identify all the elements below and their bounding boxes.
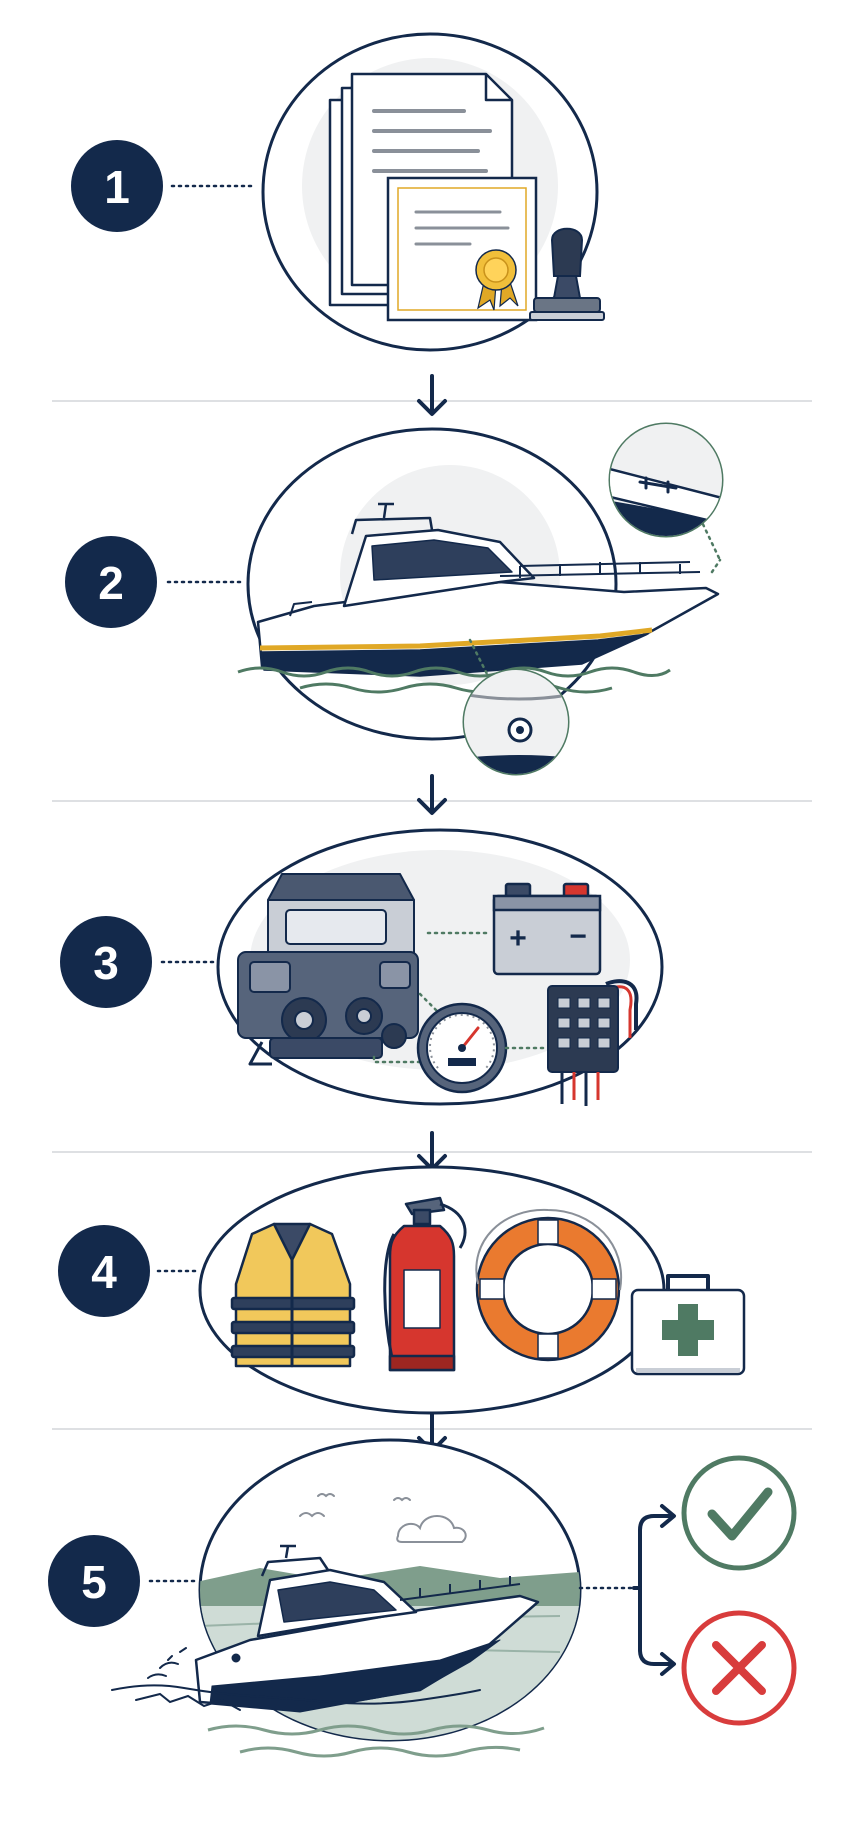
rubber-stamp-icon [529,227,605,321]
step-4-badge: 4 [58,1225,150,1317]
step-2: 2 [65,422,724,776]
battery-minus-label: − [569,920,587,953]
step-1-badge: 1 [71,140,163,232]
life-ring-icon [475,1208,623,1362]
cloud-icon [396,1515,467,1543]
step-3-badge: 3 [60,916,152,1008]
gauge-icon [416,1002,508,1094]
fuse-panel-icon [547,979,639,1106]
life-jacket-icon [230,1222,356,1368]
step-3: 3 + − [60,828,664,1106]
result-branch [632,1504,676,1676]
wave-lines [207,1724,545,1758]
fail-x-icon [681,1610,797,1726]
certificate-icon [386,176,538,322]
step-5-badge: 5 [48,1535,140,1627]
certificate-seal-icon [475,249,519,311]
arrow-1-to-2 [417,374,447,416]
fire-extinguisher-icon [383,1196,467,1372]
step-3-number: 3 [93,937,119,989]
first-aid-kit-icon [630,1274,746,1376]
pass-check-icon [681,1455,797,1571]
engine-icon [237,873,419,1066]
step-4: 4 [58,1165,746,1415]
step-1-number: 1 [104,161,130,213]
step-2-badge: 2 [65,536,157,628]
step-2-water [237,666,671,694]
arrow-3-to-4 [417,1131,447,1171]
gauge-to-engine-wire [372,1050,422,1064]
battery-plus-label: + [509,922,527,955]
yacht-underway-icon [194,1544,540,1713]
motor-yacht-icon [256,502,720,677]
step-5-number: 5 [81,1556,107,1608]
wake-spray-icon [111,1647,481,1711]
step-2-number: 2 [98,557,124,609]
cleat-detail-callout [608,422,724,574]
battery-icon: + − [492,882,602,976]
step-4-number: 4 [91,1246,117,1298]
cleat-detail-icon [610,424,722,536]
step-5: 5 [48,1438,797,1758]
step-1: 1 [71,32,605,352]
sky-birds-icon [299,1493,411,1518]
arrow-2-to-3 [417,774,447,815]
